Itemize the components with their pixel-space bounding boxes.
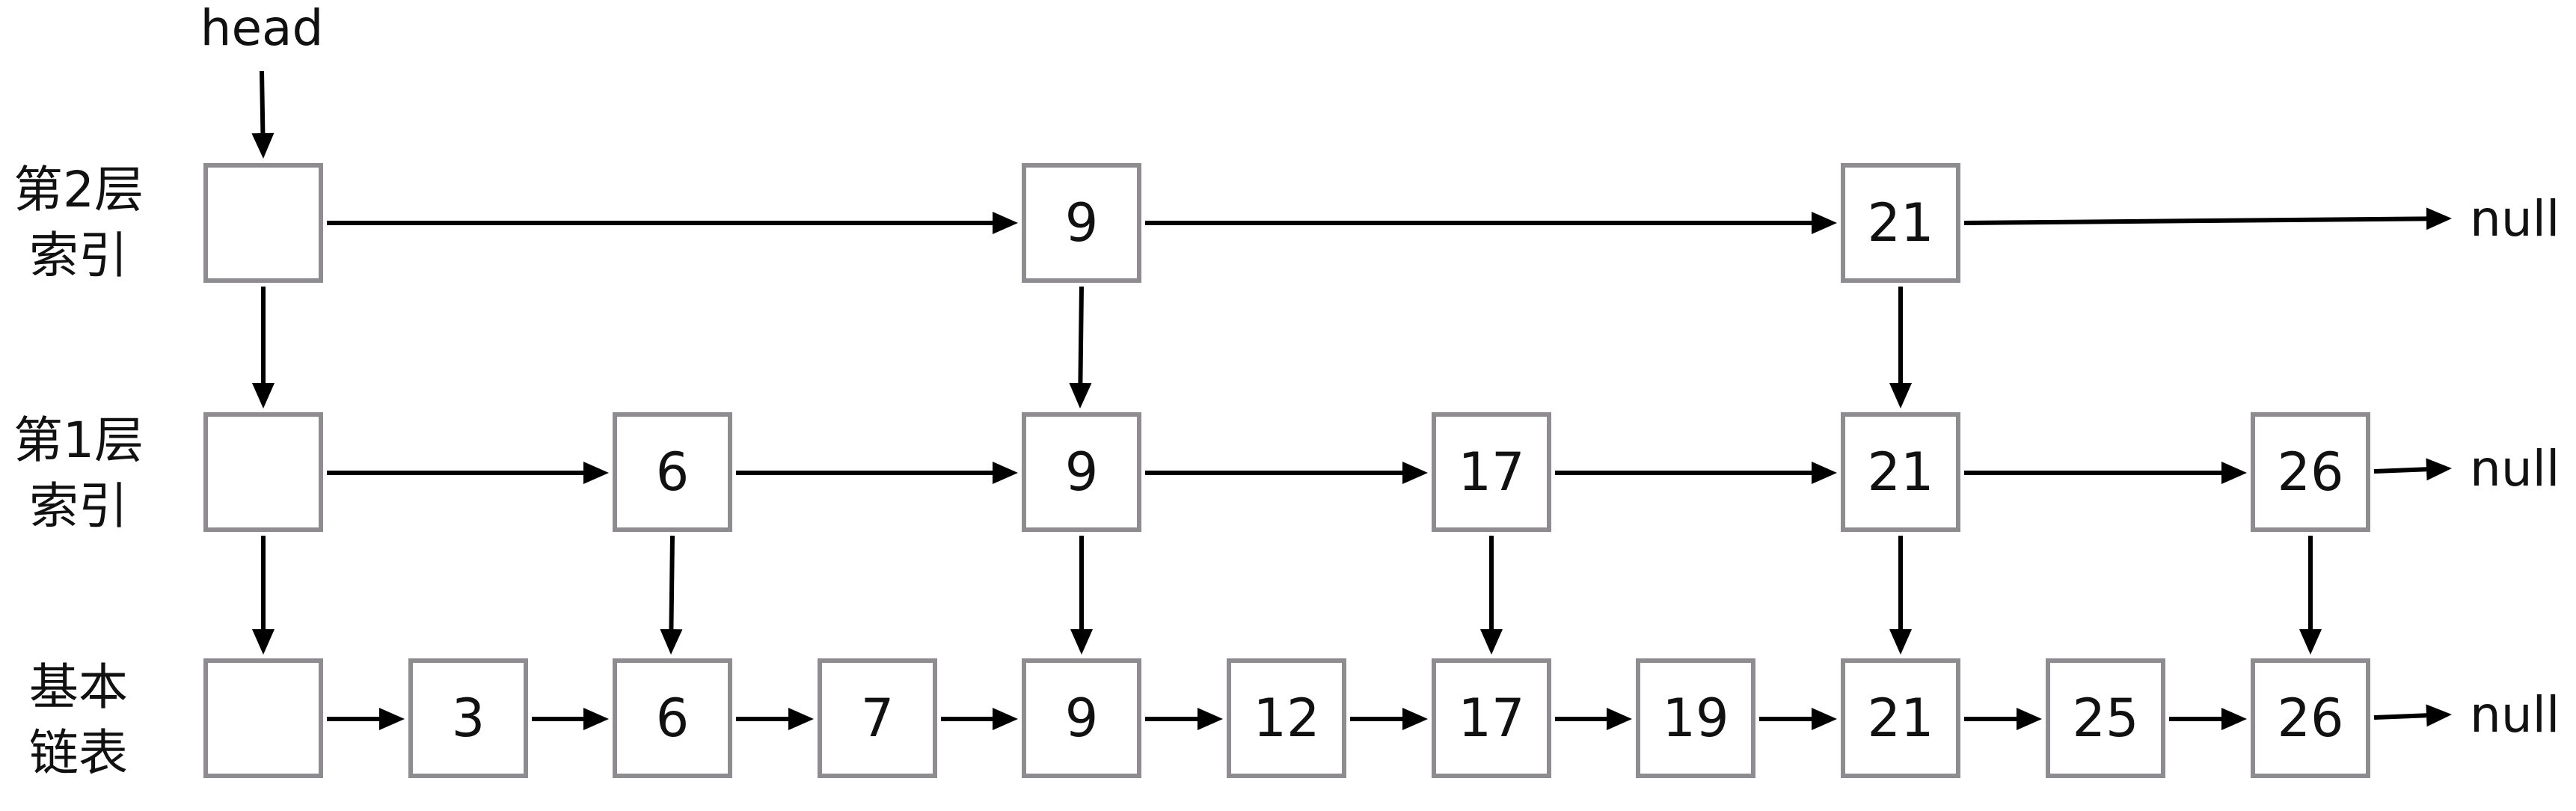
- base-next-arrow: [1964, 708, 2042, 730]
- base-next-arrow: [1350, 708, 1428, 730]
- base-node: 21: [1841, 658, 1960, 778]
- base-node: 19: [1636, 658, 1755, 778]
- base-next-arrow: [736, 708, 814, 730]
- level-1-node: 9: [1022, 412, 1141, 532]
- base-label-line1: 基本: [29, 658, 128, 716]
- base-next-arrow: [2169, 708, 2247, 730]
- level-2-label-line1: 第2层: [13, 161, 144, 218]
- level-2-null-label: null: [2470, 190, 2560, 248]
- base-node: 26: [2251, 658, 2370, 778]
- level-2-null-arrow: [1963, 207, 2452, 230]
- level-1-down-arrow: [1889, 536, 1912, 655]
- level-2-next-arrow: [1145, 212, 1837, 234]
- base-label-line2: 链表: [29, 724, 128, 782]
- level-1-node: 21: [1841, 412, 1960, 532]
- level-2-index-label: 第2层 索引: [4, 157, 153, 289]
- base-node: 3: [408, 658, 528, 778]
- level-1-next-arrow: [1555, 462, 1837, 484]
- level-1-null-arrow: [2373, 458, 2452, 481]
- level-2-down-arrow: [1069, 286, 1092, 408]
- level-1-label-line1: 第1层: [13, 411, 144, 469]
- level-1-node: 17: [1432, 412, 1551, 532]
- level-2-down-arrow: [1889, 287, 1912, 408]
- base-next-arrow: [1759, 708, 1837, 730]
- head-pointer-arrow: [251, 70, 275, 159]
- level-2-down-arrow: [252, 287, 275, 408]
- base-next-arrow: [532, 708, 609, 730]
- level-2-node: 9: [1022, 163, 1141, 283]
- base-node: 7: [818, 658, 937, 778]
- base-node: 6: [613, 658, 732, 778]
- level-2-next-arrow: [327, 212, 1018, 234]
- base-list-label: 基本 链表: [4, 655, 153, 786]
- level-1-node: 26: [2251, 412, 2370, 532]
- base-null-arrow: [2373, 704, 2452, 727]
- level-2-label-line2: 索引: [29, 227, 128, 284]
- base-head-node: [203, 658, 323, 778]
- level-1-down-arrow: [660, 535, 683, 655]
- level-2-head-node: [203, 163, 323, 283]
- level-1-next-arrow: [1145, 462, 1428, 484]
- base-node: 9: [1022, 658, 1141, 778]
- level-1-head-node: [203, 412, 323, 532]
- level-1-label-line2: 索引: [29, 477, 128, 535]
- level-1-node: 6: [613, 412, 732, 532]
- level-1-down-arrow: [1480, 536, 1503, 655]
- level-1-null-label: null: [2470, 440, 2560, 498]
- level-1-next-arrow: [1964, 462, 2247, 484]
- base-node: 12: [1227, 658, 1346, 778]
- base-node: 17: [1432, 658, 1551, 778]
- base-next-arrow: [941, 708, 1018, 730]
- level-2-node: 21: [1841, 163, 1960, 283]
- base-next-arrow: [327, 708, 405, 730]
- level-1-down-arrow: [2299, 536, 2322, 655]
- level-1-index-label: 第1层 索引: [4, 408, 153, 539]
- base-node: 25: [2046, 658, 2165, 778]
- base-next-arrow: [1555, 708, 1632, 730]
- level-1-down-arrow: [1070, 536, 1093, 655]
- base-next-arrow: [1145, 708, 1223, 730]
- level-1-next-arrow: [327, 462, 609, 484]
- base-null-label: null: [2470, 686, 2560, 744]
- level-1-down-arrow: [252, 536, 275, 655]
- head-label: head: [200, 0, 324, 57]
- level-1-next-arrow: [736, 462, 1018, 484]
